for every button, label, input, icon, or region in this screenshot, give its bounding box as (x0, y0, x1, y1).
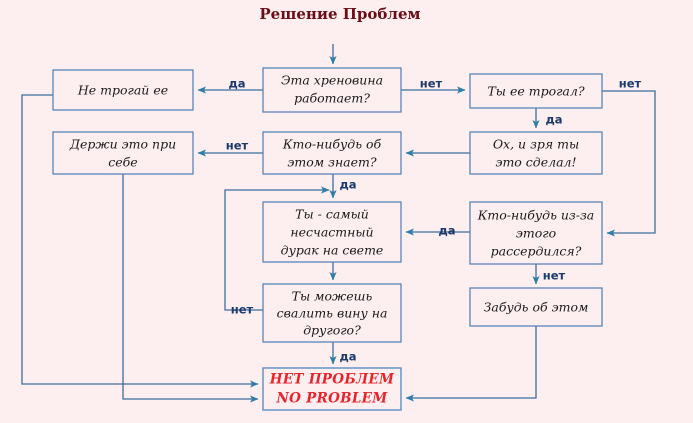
node-no-problem[interactable]: НЕТ ПРОБЛЕМ NO PROBLEM (262, 367, 402, 411)
edge-label-anyone-mad-yes: да (438, 224, 455, 238)
node-forget-it-line-1: Забудь об этом (484, 300, 589, 315)
node-start[interactable]: Эта хреновина работает? (262, 67, 402, 113)
edge-dont-touch-loop-to-no-problem (21, 94, 259, 388)
edge-label-anyone-know-no: нет (226, 139, 249, 153)
node-blame-other-line-2: свалить вину на (277, 306, 388, 321)
edge-label-anyone-mad-no: нет (543, 269, 566, 283)
node-start-line-1: Эта хреновина (281, 73, 383, 88)
node-no-problem-line-ru: НЕТ ПРОБЛЕМ (269, 372, 395, 388)
node-no-problem-line-en: NO PROBLEM (275, 391, 388, 407)
edge-keep-quiet-loop-to-no-problem (122, 174, 259, 403)
node-keep-quiet-line-2: себе (108, 155, 137, 170)
node-anyone-know-line-1: Кто-нибудь об (282, 137, 382, 152)
node-did-touch-line-1: Ты ее трогал? (487, 84, 584, 99)
node-poor-fool[interactable]: Ты - самый несчастный дурак на свете (262, 201, 402, 263)
edge-label-did-touch-yes: да (545, 113, 562, 127)
node-anyone-mad-line-2: этого (516, 226, 556, 241)
edge-label-blame-other-no: нет (231, 303, 254, 317)
node-anyone-mad-line-3: рассердился? (491, 244, 582, 259)
edge-label-anyone-know-yes: да (339, 178, 356, 192)
node-blame-other-line-3: другого? (303, 323, 361, 338)
node-dont-touch[interactable]: Не трогай ее (52, 69, 194, 111)
node-oh-bad-line-1: Ох, и зря ты (493, 137, 579, 152)
node-forget-it[interactable]: Забудь об этом (469, 287, 603, 327)
edge-label-blame-other-yes: да (339, 350, 356, 364)
node-anyone-mad-line-1: Кто-нибудь из-за (477, 208, 595, 223)
page-title: Решение Проблем (259, 5, 420, 23)
node-poor-fool-line-2: несчастный (290, 225, 373, 240)
node-poor-fool-line-3: дурак на свете (281, 243, 384, 258)
edge-label-layer: да нет нет да нет да да нет нет да (226, 77, 642, 364)
node-blame-other-line-1: Ты можешь (292, 289, 373, 304)
node-anyone-mad[interactable]: Кто-нибудь из-за этого рассердился? (469, 201, 603, 265)
edge-did-touch-to-anyone-mad (602, 90, 656, 237)
edge-blame-other-no-loop (224, 186, 330, 311)
node-anyone-know-line-2: этом знает? (287, 155, 376, 170)
node-oh-bad-line-2: это сделал! (495, 155, 576, 170)
edge-label-start-yes: да (228, 77, 245, 91)
edge-layer: dont_touch --> did_touch --> right, down… (21, 44, 656, 403)
node-blame-other[interactable]: Ты можешь свалить вину на другого? (262, 283, 402, 343)
node-dont-touch-line-1: Не трогай ее (77, 83, 168, 98)
node-anyone-know[interactable]: Кто-нибудь об этом знает? (262, 131, 402, 175)
edge-label-start-no: нет (420, 77, 443, 91)
node-layer: Не трогай ее Эта хреновина работает? Ты … (52, 67, 603, 411)
node-keep-quiet[interactable]: Держи это при себе (52, 131, 194, 175)
edge-forget-it-to-no-problem (405, 326, 537, 402)
node-keep-quiet-line-1: Держи это при (69, 137, 176, 152)
node-start-line-2: работает? (294, 91, 370, 106)
node-poor-fool-line-1: Ты - самый (295, 207, 369, 222)
node-oh-bad[interactable]: Ох, и зря ты это сделал! (469, 131, 603, 175)
edge-label-did-touch-no: нет (619, 77, 642, 91)
node-did-touch[interactable]: Ты ее трогал? (469, 73, 603, 109)
